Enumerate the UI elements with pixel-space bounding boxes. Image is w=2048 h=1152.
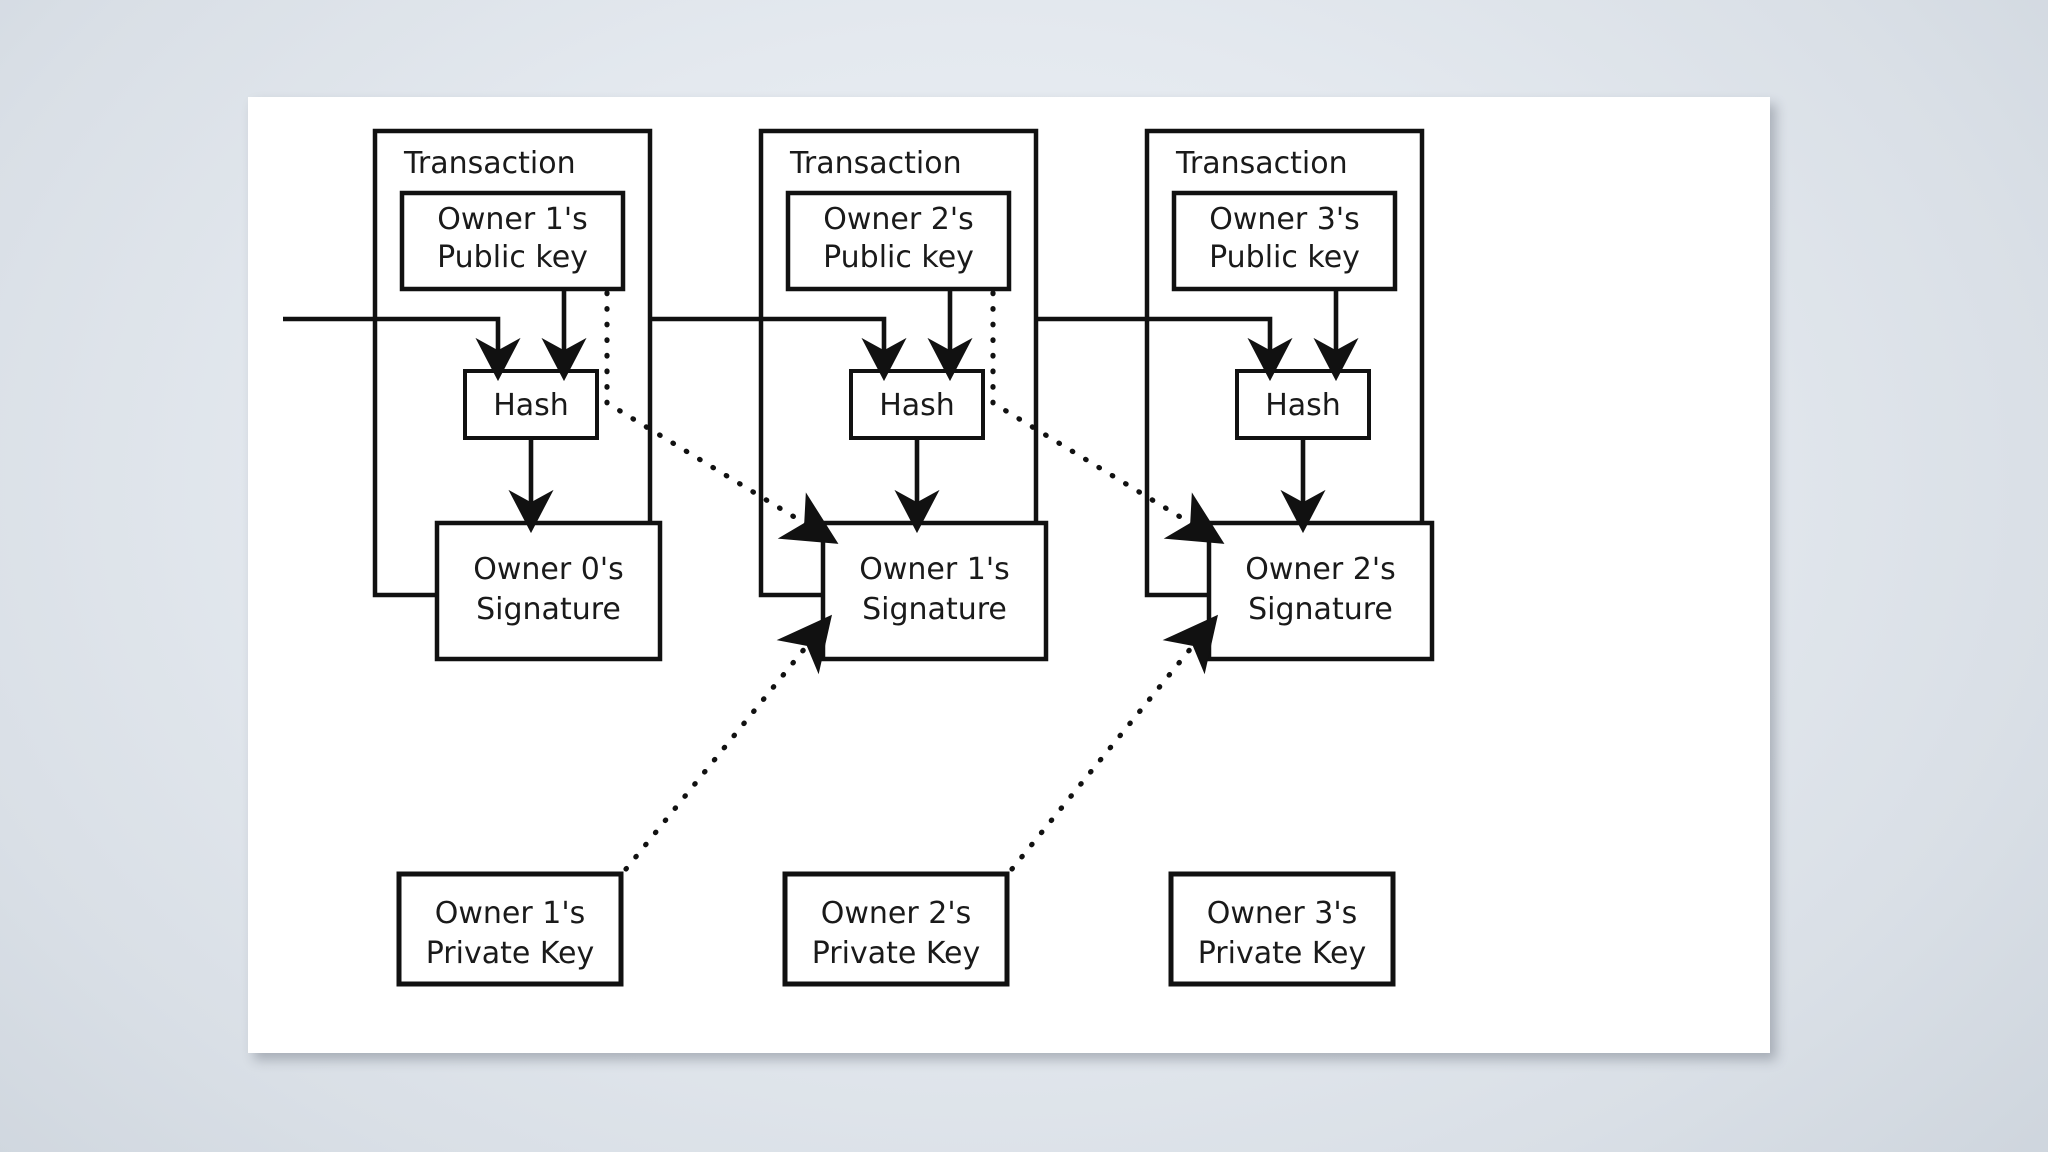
owner-3-private-key-box bbox=[1168, 871, 1396, 987]
transaction-1-label: Transaction bbox=[403, 146, 576, 181]
owner-1-private-key-line1: Owner 1's bbox=[435, 896, 585, 931]
transaction-1-hash-label: Hash bbox=[493, 388, 569, 423]
transaction-3-signature-line1: Owner 2's bbox=[1245, 552, 1395, 587]
transaction-2-public-key-box bbox=[785, 190, 1012, 292]
transaction-1-signature-box bbox=[434, 520, 663, 662]
transaction-3-signature-box bbox=[1206, 520, 1435, 662]
transaction-1-signature-line1: Owner 0's bbox=[473, 552, 623, 587]
transaction-2-signature-line1: Owner 1's bbox=[859, 552, 1009, 587]
transaction-3-hash-label: Hash bbox=[1265, 388, 1341, 423]
transaction-1-signature-line2: Signature bbox=[476, 592, 621, 627]
transaction-1-public-key-line2: Public key bbox=[437, 240, 588, 275]
dotted-verify-path-tx1-pubkey-to-tx2-signature bbox=[604, 290, 839, 544]
transaction-3-public-key-line1: Owner 3's bbox=[1209, 202, 1359, 237]
owner-2-private-key-box bbox=[782, 871, 1010, 987]
owner-2-private-key-line2: Private Key bbox=[812, 936, 981, 971]
transaction-3-signature-line2: Signature bbox=[1248, 592, 1393, 627]
owner-3-private-key-line2: Private Key bbox=[1198, 936, 1367, 971]
transaction-2-prev-link-to-hash-arrow bbox=[650, 316, 907, 382]
transaction-1-public-key-box bbox=[399, 190, 626, 292]
dotted-signing-path-owner1-privkey-to-tx2-signature bbox=[623, 614, 833, 872]
transaction-1-group: Transaction Owner 1's Public key Hash Ow… bbox=[283, 128, 663, 987]
dotted-signing-path-owner2-privkey-to-tx3-signature bbox=[1009, 614, 1219, 872]
transaction-2-public-key-line2: Public key bbox=[823, 240, 974, 275]
transaction-3-public-key-box bbox=[1171, 190, 1398, 292]
bitcoin-transaction-chain-diagram: Transaction Owner 1's Public key Hash Ow… bbox=[283, 128, 1435, 987]
transaction-2-hash-label: Hash bbox=[879, 388, 955, 423]
owner-3-private-key-line1: Owner 3's bbox=[1207, 896, 1357, 931]
transaction-1-public-key-line1: Owner 1's bbox=[437, 202, 587, 237]
transaction-1-prev-link-to-hash-arrow bbox=[283, 316, 521, 382]
transaction-2-group: Transaction Owner 2's Public key Hash Ow… bbox=[650, 128, 1049, 987]
transaction-3-prev-link-to-hash-arrow bbox=[1036, 316, 1293, 382]
dotted-verify-path-tx2-pubkey-to-tx3-signature bbox=[990, 290, 1225, 544]
transaction-3-label: Transaction bbox=[1175, 146, 1348, 181]
transaction-3-public-key-line2: Public key bbox=[1209, 240, 1360, 275]
diagram-canvas: Transaction Owner 1's Public key Hash Ow… bbox=[248, 97, 1770, 1053]
transaction-2-public-key-line1: Owner 2's bbox=[823, 202, 973, 237]
transaction-2-signature-line2: Signature bbox=[862, 592, 1007, 627]
transaction-2-hash-box bbox=[849, 369, 985, 440]
transaction-2-label: Transaction bbox=[789, 146, 962, 181]
transaction-2-signature-box bbox=[820, 520, 1049, 662]
owner-1-private-key-box bbox=[396, 871, 624, 987]
owner-2-private-key-line1: Owner 2's bbox=[821, 896, 971, 931]
transaction-3-group: Transaction Owner 3's Public key Hash Ow… bbox=[1036, 128, 1435, 987]
owner-1-private-key-line2: Private Key bbox=[426, 936, 595, 971]
